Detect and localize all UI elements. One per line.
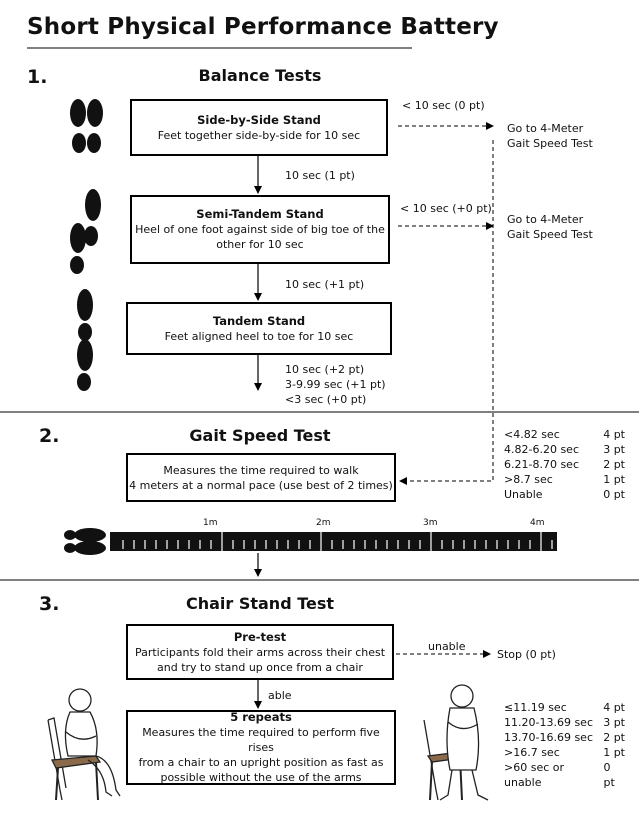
chair-stand-scores: ≤11.19 sec 4 pt 11.20-13.69 sec 3 pt 13.70… bbox=[504, 700, 625, 790]
side-by-side-footprints-icon bbox=[70, 99, 103, 153]
gait-score-row: Unable 0 pt bbox=[504, 487, 625, 502]
section-3-heading: Chair Stand Test bbox=[150, 594, 370, 613]
section-2-number: 2. bbox=[39, 425, 59, 447]
repeats-desc-3: possible without the use of the arms bbox=[160, 770, 361, 785]
gait-score-range: 6.21-8.70 sec bbox=[504, 457, 579, 472]
tandem-result-3: <3 sec (+0 pt) bbox=[285, 392, 386, 407]
goto-gait-1-line-1: Go to 4-Meter bbox=[507, 121, 593, 136]
tandem-result-2: 3-9.99 sec (+1 pt) bbox=[285, 377, 386, 392]
meter-label-1: 1m bbox=[203, 518, 218, 528]
section-1-number: 1. bbox=[27, 66, 47, 88]
gait-score-row: >8.7 sec 1 pt bbox=[504, 472, 625, 487]
semi-tandem-stand-box: Semi-Tandem Stand Heel of one foot again… bbox=[130, 195, 390, 264]
side-by-side-pass-label: 10 sec (1 pt) bbox=[285, 168, 355, 183]
semi-tandem-title: Semi-Tandem Stand bbox=[196, 207, 323, 222]
goto-gait-1-line-2: Gait Speed Test bbox=[507, 136, 593, 151]
repeats-desc-1: Measures the time required to perform fi… bbox=[128, 725, 394, 755]
goto-gait-2-line-2: Gait Speed Test bbox=[507, 227, 593, 242]
semi-tandem-fail-label: < 10 sec (+0 pt) bbox=[400, 201, 492, 216]
gait-score-range: >8.7 sec bbox=[504, 472, 553, 487]
stop-label: Stop (0 pt) bbox=[497, 647, 556, 662]
pretest-desc-2: and try to stand up once from a chair bbox=[157, 660, 363, 675]
chair-score-points: 0 pt bbox=[604, 760, 625, 790]
gait-score-range: 4.82-6.20 sec bbox=[504, 442, 579, 457]
section-1-heading: Balance Tests bbox=[150, 66, 370, 85]
gait-score-points: 3 pt bbox=[603, 442, 625, 457]
able-label: able bbox=[268, 688, 292, 703]
chair-score-range: ≤11.19 sec bbox=[504, 700, 567, 715]
tandem-results: 10 sec (+2 pt) 3-9.99 sec (+1 pt) <3 sec… bbox=[285, 362, 386, 407]
five-repeats-box: 5 repeats Measures the time required to … bbox=[126, 710, 396, 785]
gait-speed-desc-1: Measures the time required to walk bbox=[163, 463, 358, 478]
meter-label-3: 3m bbox=[423, 518, 438, 528]
gait-score-range: Unable bbox=[504, 487, 543, 502]
chair-score-points: 3 pt bbox=[603, 715, 625, 730]
chair-score-points: 2 pt bbox=[603, 730, 625, 745]
side-by-side-title: Side-by-Side Stand bbox=[197, 113, 321, 128]
chair-score-range: 11.20-13.69 sec bbox=[504, 715, 593, 730]
semi-tandem-desc-1: Heel of one foot against side of big toe… bbox=[135, 222, 385, 237]
gait-score-row: <4.82 sec 4 pt bbox=[504, 427, 625, 442]
gait-speed-scores: <4.82 sec 4 pt 4.82-6.20 sec 3 pt 6.21-8.7… bbox=[504, 427, 625, 502]
gait-score-row: 6.21-8.70 sec 2 pt bbox=[504, 457, 625, 472]
meter-label-2: 2m bbox=[316, 518, 331, 528]
semi-tandem-footprints-icon bbox=[70, 189, 101, 274]
side-by-side-stand-box: Side-by-Side Stand Feet together side-by… bbox=[130, 99, 388, 156]
gait-score-points: 2 pt bbox=[603, 457, 625, 472]
tandem-title: Tandem Stand bbox=[213, 314, 305, 329]
goto-gait-2: Go to 4-Meter Gait Speed Test bbox=[507, 212, 593, 242]
chair-score-range: >16.7 sec bbox=[504, 745, 560, 760]
chair-score-points: 1 pt bbox=[603, 745, 625, 760]
chair-score-row: 11.20-13.69 sec 3 pt bbox=[504, 715, 625, 730]
chair-score-row: ≤11.19 sec 4 pt bbox=[504, 700, 625, 715]
walking-footprints-icon bbox=[64, 528, 106, 555]
page-title: Short Physical Performance Battery bbox=[27, 14, 499, 40]
pretest-desc-1: Participants fold their arms across thei… bbox=[135, 645, 385, 660]
section-2-heading: Gait Speed Test bbox=[150, 426, 370, 445]
chair-score-row: 13.70-16.69 sec 2 pt bbox=[504, 730, 625, 745]
gait-score-range: <4.82 sec bbox=[504, 427, 560, 442]
standing-person-icon bbox=[424, 685, 488, 800]
goto-gait-1: Go to 4-Meter Gait Speed Test bbox=[507, 121, 593, 151]
gait-speed-desc-2: 4 meters at a normal pace (use best of 2… bbox=[129, 478, 393, 493]
goto-gait-2-line-1: Go to 4-Meter bbox=[507, 212, 593, 227]
tandem-result-1: 10 sec (+2 pt) bbox=[285, 362, 386, 377]
pretest-box: Pre-test Participants fold their arms ac… bbox=[126, 624, 394, 680]
pretest-title: Pre-test bbox=[234, 630, 286, 645]
gait-score-points: 1 pt bbox=[603, 472, 625, 487]
semi-tandem-desc-2: other for 10 sec bbox=[216, 237, 303, 252]
chair-score-range: 13.70-16.69 sec bbox=[504, 730, 593, 745]
repeats-desc-2: from a chair to an upright position as f… bbox=[139, 755, 384, 770]
gait-score-points: 4 pt bbox=[603, 427, 625, 442]
tandem-desc: Feet aligned heel to toe for 10 sec bbox=[165, 329, 354, 344]
repeats-title: 5 repeats bbox=[230, 710, 292, 725]
gait-score-row: 4.82-6.20 sec 3 pt bbox=[504, 442, 625, 457]
chair-score-points: 4 pt bbox=[603, 700, 625, 715]
seated-person-icon bbox=[48, 689, 120, 800]
chair-score-row: >16.7 sec 1 pt bbox=[504, 745, 625, 760]
tandem-footprints-icon bbox=[77, 289, 93, 391]
chair-score-range: >60 sec or unable bbox=[504, 760, 604, 790]
tandem-stand-box: Tandem Stand Feet aligned heel to toe fo… bbox=[126, 302, 392, 355]
four-meter-ruler bbox=[110, 532, 557, 551]
meter-label-4: 4m bbox=[530, 518, 545, 528]
side-by-side-fail-label: < 10 sec (0 pt) bbox=[402, 98, 485, 113]
gait-speed-box: Measures the time required to walk 4 met… bbox=[126, 453, 396, 502]
semi-tandem-pass-label: 10 sec (+1 pt) bbox=[285, 277, 364, 292]
side-by-side-desc: Feet together side-by-side for 10 sec bbox=[158, 128, 360, 143]
gait-score-points: 0 pt bbox=[603, 487, 625, 502]
unable-label: unable bbox=[428, 639, 466, 654]
section-3-number: 3. bbox=[39, 593, 59, 615]
